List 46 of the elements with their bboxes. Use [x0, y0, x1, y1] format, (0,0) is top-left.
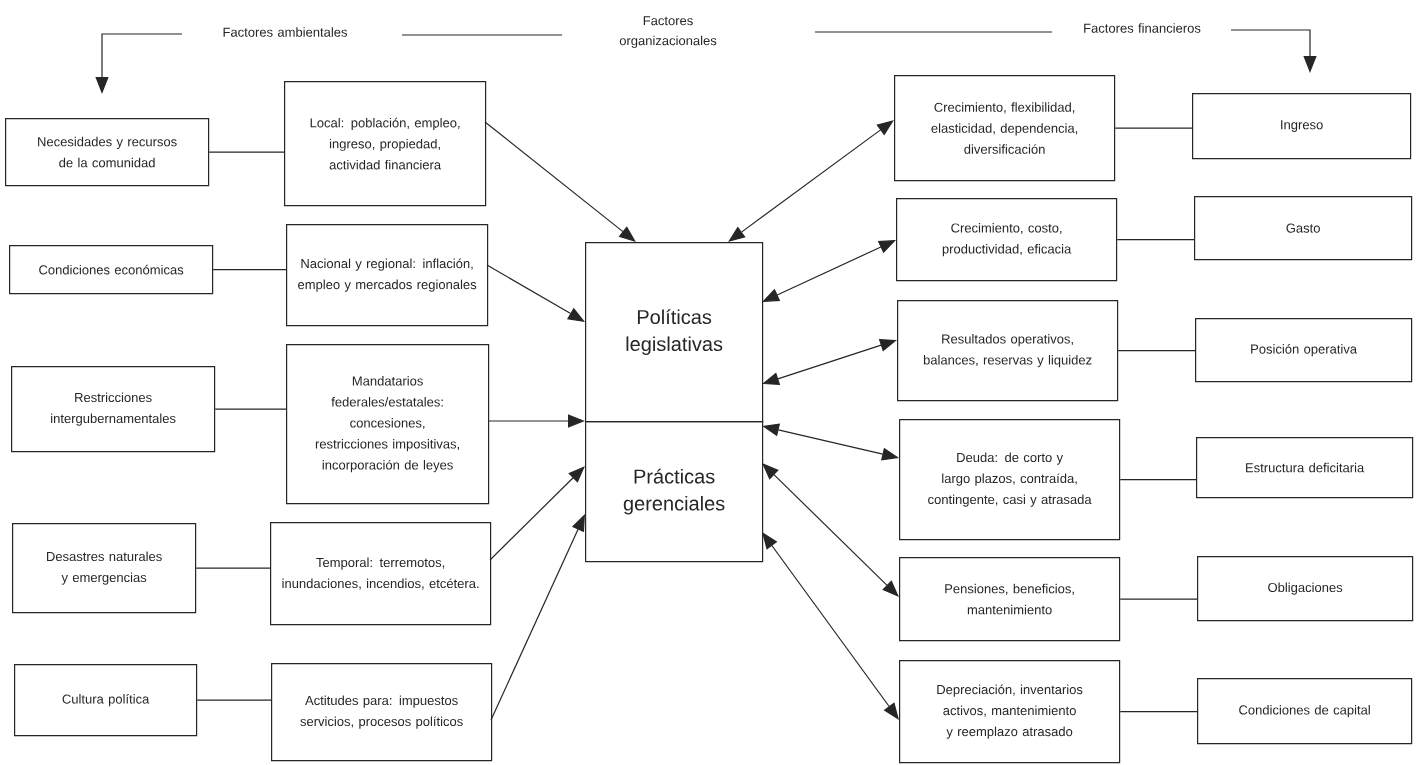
arrow [486, 264, 585, 322]
connector-line [1117, 350, 1196, 352]
factor-box: Deuda: de corto y largo plazos, contraída, contingente, casi y atrasada [899, 419, 1121, 541]
factor-box: Desastres naturales y emergencias [12, 523, 197, 614]
header-label: Factores financieros [1084, 23, 1201, 33]
factor-box: Actitudes para: impuestos servicios, procesos políticos [271, 663, 493, 762]
factor-box: Posición operativa [1195, 318, 1413, 383]
factor-box: Condiciones económicas [9, 245, 214, 295]
connector-line [1119, 598, 1198, 600]
header-label: Factores organizacionales [619, 16, 717, 48]
factor-box: Estructura deficitaria [1196, 437, 1414, 499]
factor-box: Condiciones de capital [1197, 678, 1413, 745]
arrow [489, 466, 585, 561]
factor-box: Gasto [1194, 196, 1413, 261]
connector-line [208, 151, 285, 153]
connector-line [1114, 127, 1193, 129]
connector-line [196, 699, 272, 701]
factor-box: Temporal: terremotos, inundaciones, incendios, etcétera. [270, 522, 492, 626]
header-label: Factores ambientales [223, 27, 348, 37]
factor-box: Nacional y regional: inflación, empleo y mercados regionales [286, 224, 489, 327]
factor-box: Obligaciones [1197, 556, 1414, 622]
policy-box: Prácticas gerenciales [585, 421, 764, 563]
connector-line [214, 408, 287, 410]
connector-line [195, 567, 271, 569]
connector-line [1119, 711, 1198, 713]
arrow [728, 120, 894, 242]
policy-box: Políticas legislativas [585, 242, 764, 423]
arrow [484, 121, 636, 242]
connector-line [1119, 479, 1197, 481]
factor-box: Crecimiento, flexibilidad, elasticidad, dependencia, diversificación [894, 75, 1116, 182]
arrow [762, 240, 896, 302]
factor-box: Restricciones intergubernamentales [11, 366, 216, 453]
factor-box: Resultados operativos, balances, reservas y liquidez [897, 300, 1119, 402]
arrow [762, 463, 899, 597]
factor-box: Necesidades y recursos de la comunidad [5, 118, 210, 187]
connector-line [1116, 239, 1195, 241]
factor-box: Pensiones, beneficios, mantenimiento [899, 557, 1121, 642]
factor-box: Ingreso [1192, 93, 1412, 160]
factor-box: Cultura política [14, 664, 198, 737]
arrow [762, 532, 899, 720]
arrow [490, 514, 585, 721]
factor-box: Depreciación, inventarios activos, mantenimiento y reemplazo atrasado [899, 660, 1121, 764]
connector-line [212, 269, 287, 271]
factor-box: Mandatarios federales/estatales: concesiones, restricciones impositivas, incorporación de leyes [286, 344, 490, 505]
factor-box: Crecimiento, costo, productividad, eficacia [896, 198, 1118, 282]
factor-box: Local: población, empleo, ingreso, propiedad, actividad financiera [284, 81, 487, 207]
